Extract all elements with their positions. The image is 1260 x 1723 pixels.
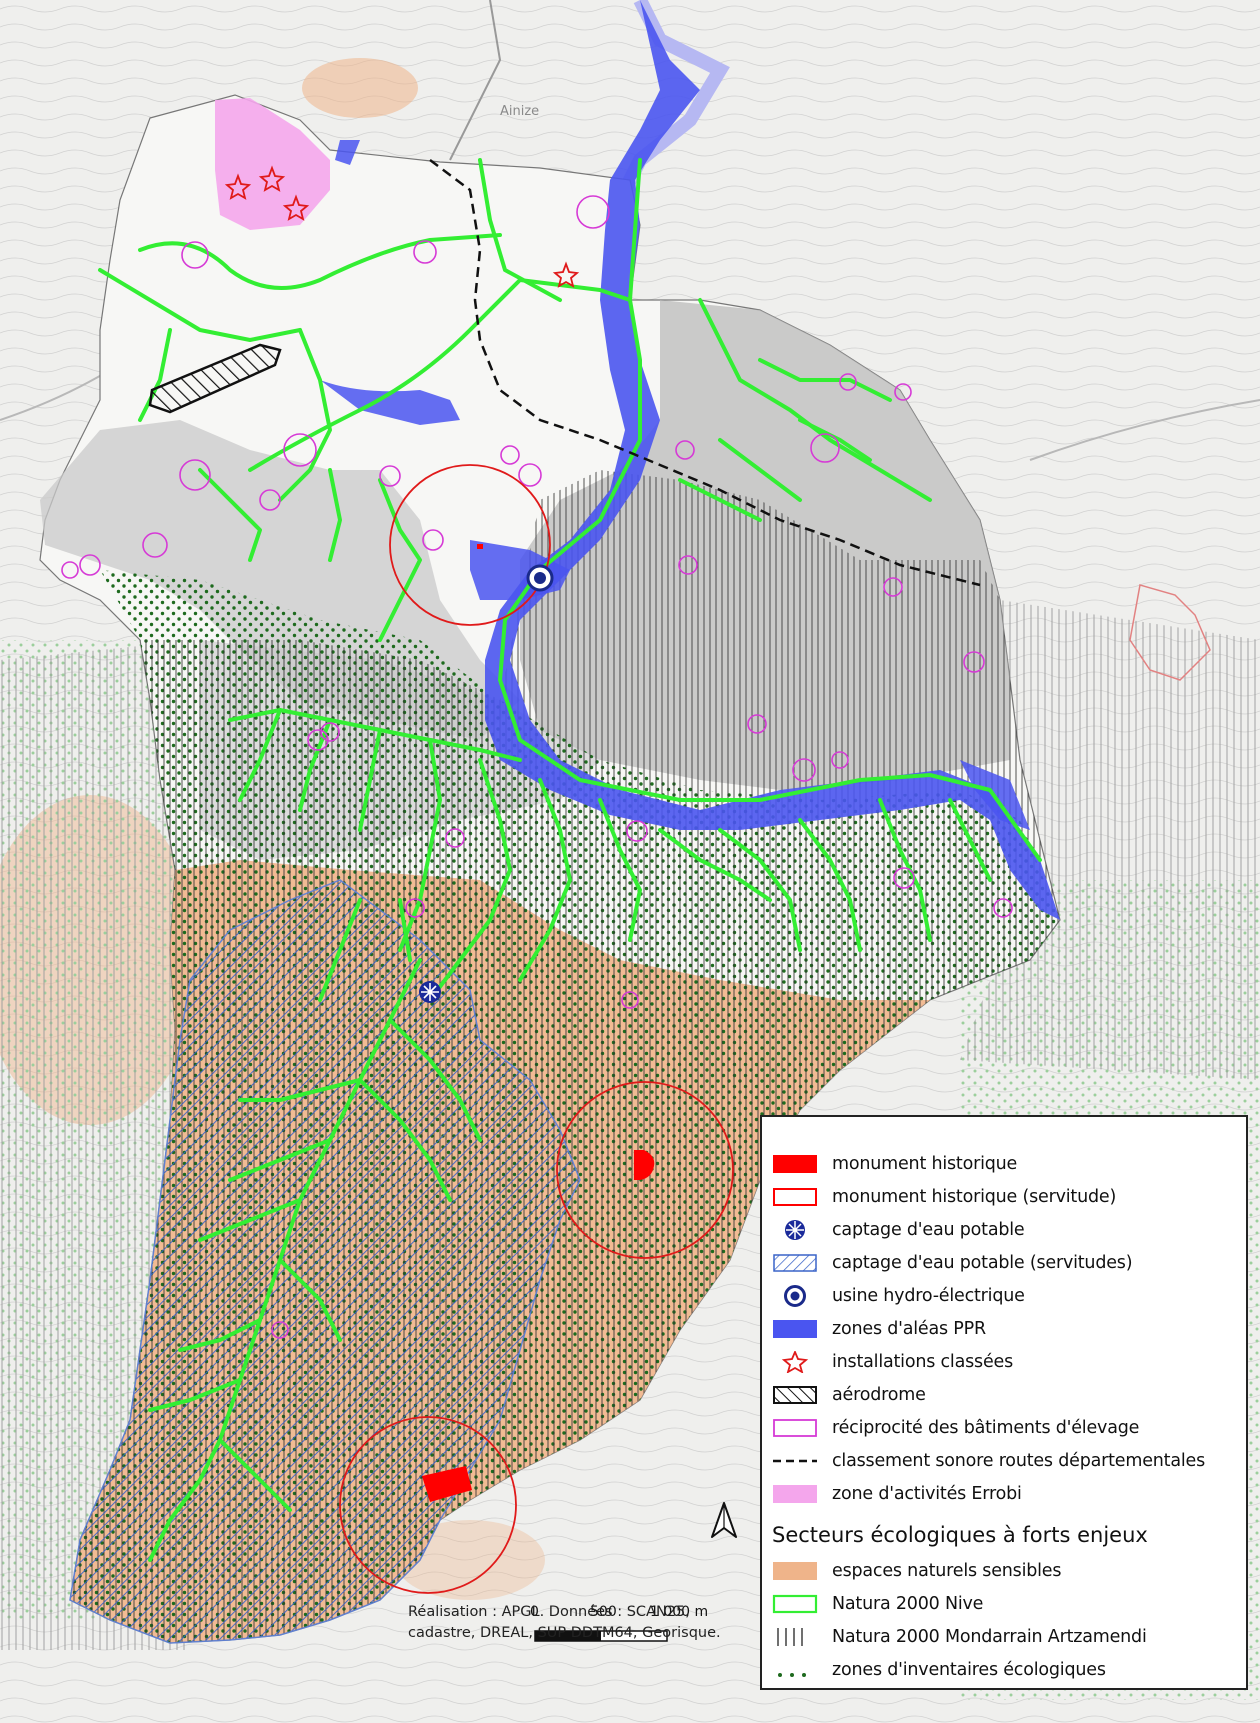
natura-nive-network: [98, 158, 1042, 1562]
magenta-outline-icon: [773, 1418, 817, 1437]
legend-item-historic-monument: monument historique: [772, 1147, 1236, 1180]
map-credit: Réalisation : APGL. Données : SCAN25, ca…: [408, 1602, 758, 1644]
water-capture-servitude: [69, 879, 581, 1644]
legend-section-title: Secteurs écologiques à forts enjeux: [772, 1523, 1148, 1547]
classified-installations: [224, 165, 580, 288]
black-hatch-icon: [773, 1385, 817, 1404]
legend-item-hydro-plant: usine hydro-électrique: [772, 1279, 1236, 1312]
legend-item-ens: espaces naturels sensibles: [772, 1554, 1236, 1587]
ppr-hazard-river: [485, 0, 1060, 920]
legend-item-aerodrome: aérodrome: [772, 1378, 1236, 1411]
noise-classified-road: [429, 159, 981, 587]
legend-item-reciprocity: réciprocité des bâtiments d'élevage: [772, 1411, 1236, 1444]
ens-outside-south: [395, 1520, 545, 1600]
green-outline-icon: [772, 1594, 818, 1613]
water-capture-icon: [785, 1219, 805, 1240]
legend-item-errobi: zone d'activités Errobi: [772, 1477, 1236, 1510]
historic-servitude-south: [339, 1416, 517, 1594]
blue-fill-icon: [773, 1319, 817, 1338]
scale-tick-1000: 1 000 m: [650, 1604, 709, 1620]
map-legend: monument historique monument historique …: [760, 1115, 1248, 1690]
hydro-plant-icon: [784, 1284, 806, 1307]
scale-bar-graphic: [534, 1630, 668, 1642]
road-grey: [449, 0, 502, 161]
scale-tick-500: 500: [590, 1604, 617, 1620]
legend-item-ppr: zones d'aléas PPR: [772, 1312, 1236, 1345]
vertical-lines-icon: [777, 1627, 803, 1646]
historic-monument-south: [422, 1466, 472, 1502]
historic-servitude-east: [556, 1081, 734, 1259]
pink-fill-icon: [773, 1484, 817, 1503]
legend-item-noise-road: classement sonore routes départementales: [772, 1444, 1236, 1477]
legend-item-historic-servitude: monument historique (servitude): [772, 1180, 1236, 1213]
filled-red-rect-icon: [773, 1154, 817, 1173]
legend-item-water-capture: captage d'eau potable: [772, 1213, 1236, 1246]
water-capture-point: [419, 981, 441, 1003]
north-arrow-icon: [711, 1502, 737, 1538]
historic-servitude-north: [389, 464, 551, 626]
historic-monument-east: [634, 1150, 655, 1180]
scale-bar: 0 500 1 000 m: [530, 1604, 708, 1647]
ens-outside-north: [302, 58, 418, 118]
legend-item-natura-nive: Natura 2000 Nive: [772, 1587, 1236, 1620]
svg-text:Ainize: Ainize: [500, 104, 539, 119]
credit-line-1: Réalisation : APGL. Données : SCAN25,: [408, 1604, 690, 1620]
orange-fill-icon: [773, 1561, 817, 1580]
historic-monument-north: [477, 544, 483, 549]
livestock-reciprocity-zones: [61, 195, 1013, 1339]
commune-boundary-east: [1129, 584, 1211, 681]
green-dots-icon: [778, 1672, 806, 1677]
blue-hatch-icon: [773, 1253, 817, 1272]
hydro-plant: [526, 564, 554, 592]
aerodrome: [148, 343, 282, 414]
legend-item-classified-installations: installations classées: [772, 1345, 1236, 1378]
legend-item-water-servitude: captage d'eau potable (servitudes): [772, 1246, 1236, 1279]
red-outline-rect-icon: [773, 1187, 817, 1206]
credit-line-2: cadastre, DREAL, SUP DDTM64, Georisque.: [408, 1625, 721, 1641]
legend-item-natura-mondarrain: Natura 2000 Mondarrain Artzamendi: [772, 1620, 1236, 1653]
natura-mondarrain-outside-east: [960, 600, 1260, 1080]
black-dash-icon: [773, 1459, 817, 1462]
red-star-icon: [781, 1350, 809, 1373]
scale-tick-0: 0: [530, 1604, 539, 1620]
legend-item-eco-inventory: zones d'inventaires écologiques: [772, 1653, 1236, 1686]
